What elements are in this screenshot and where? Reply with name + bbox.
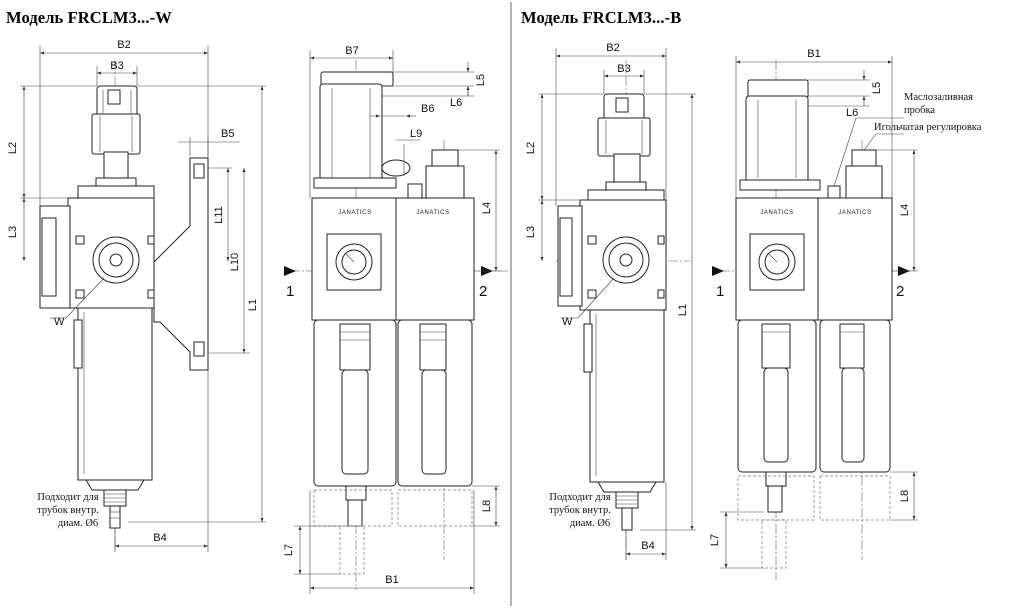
dim-b2-right: B2 <box>606 42 619 54</box>
dim-l9: L9 <box>410 128 422 140</box>
dim-l2: L2 <box>7 142 19 154</box>
brand-label-2: JANATICS <box>416 210 449 216</box>
model-b-front-view: JANATICS JANATICS 1 2 <box>712 60 912 580</box>
dim-l1-right: L1 <box>677 304 689 316</box>
oil-fill-plug-icon <box>827 185 841 199</box>
dim-l8: L8 <box>481 500 493 512</box>
dim-l4-right: L4 <box>899 204 911 216</box>
port-1-label: 1 <box>286 283 294 300</box>
tube-note-right-line1: Подходит для <box>549 492 610 503</box>
model-b-front-dimensions: B1 L5 L6 Маслозаливная пробка Игольчатая… <box>709 48 982 569</box>
tube-note-right-line2: трубок внутр. <box>549 505 611 516</box>
tube-note-right-line3: диам. Ø6 <box>570 518 610 529</box>
dim-l5: L5 <box>475 74 487 86</box>
dim-l11: L11 <box>213 206 225 224</box>
dim-l4: L4 <box>481 202 493 214</box>
tube-note-line3: диам. Ø6 <box>58 518 98 529</box>
title-model-w: Модель FRCLM3...-W <box>6 8 172 27</box>
tube-note-line1: Подходит для <box>37 492 98 503</box>
brand-label-3: JANATICS <box>760 210 793 216</box>
port-2-label-right: 2 <box>896 283 904 300</box>
model-w-front-dimensions: B7 L5 L6 B6 L9 L4 L8 L7 B1 <box>283 45 500 594</box>
dim-b4-right: B4 <box>641 540 654 552</box>
model-b-side-view <box>556 60 690 560</box>
inlet-arrow-icon <box>284 266 296 276</box>
dim-b1-right-top: B1 <box>807 48 820 60</box>
port-1-label-right: 1 <box>716 283 724 300</box>
dim-w-right: W <box>562 316 573 328</box>
model-w-dimensions: B2 B3 B5 L2 L3 L11 L10 L1 B4 W Подходит … <box>7 39 266 552</box>
dim-l7: L7 <box>283 544 295 556</box>
port-2-label: 2 <box>479 283 487 300</box>
brand-label-4: JANATICS <box>838 210 871 216</box>
dim-l2-right: L2 <box>525 142 537 154</box>
tube-note-line2: трубок внутр. <box>37 505 99 516</box>
dim-l5-right: L5 <box>871 82 883 94</box>
model-w-front-view: JANATICS JANATICS 1 2 <box>284 60 510 590</box>
dim-b3: B3 <box>110 60 123 72</box>
dim-b3-right: B3 <box>617 63 630 75</box>
dim-l7-right: L7 <box>709 534 721 546</box>
model-w-side-view <box>39 60 209 550</box>
dim-l1: L1 <box>247 299 259 311</box>
dim-l6: L6 <box>450 97 462 109</box>
inlet-arrow-right-icon <box>712 266 724 276</box>
dim-l3: L3 <box>7 226 19 238</box>
dim-b2: B2 <box>117 39 130 51</box>
dim-b6: B6 <box>421 103 434 115</box>
brand-label-1: JANATICS <box>338 210 371 216</box>
dim-l3-right: L3 <box>525 226 537 238</box>
oil-plug-label-line2: пробка <box>904 105 935 116</box>
dim-w: W <box>54 316 65 328</box>
title-model-b: Модель FRCLM3...-B <box>521 8 682 27</box>
dim-l10: L10 <box>229 253 241 271</box>
dim-l8-right: L8 <box>899 490 911 502</box>
dim-b4: B4 <box>153 532 166 544</box>
dim-l6-right: L6 <box>846 107 858 119</box>
needle-adjust-label: Игольчатая регулировка <box>874 122 982 133</box>
oil-plug-label-line1: Маслозаливная <box>904 92 973 103</box>
dim-b5: B5 <box>221 128 234 140</box>
model-b-side-dimensions: B2 B3 L2 L3 L1 B4 W Подходит для трубок … <box>525 42 696 560</box>
dim-b7: B7 <box>345 45 358 57</box>
dim-b1-left: B1 <box>385 574 398 586</box>
